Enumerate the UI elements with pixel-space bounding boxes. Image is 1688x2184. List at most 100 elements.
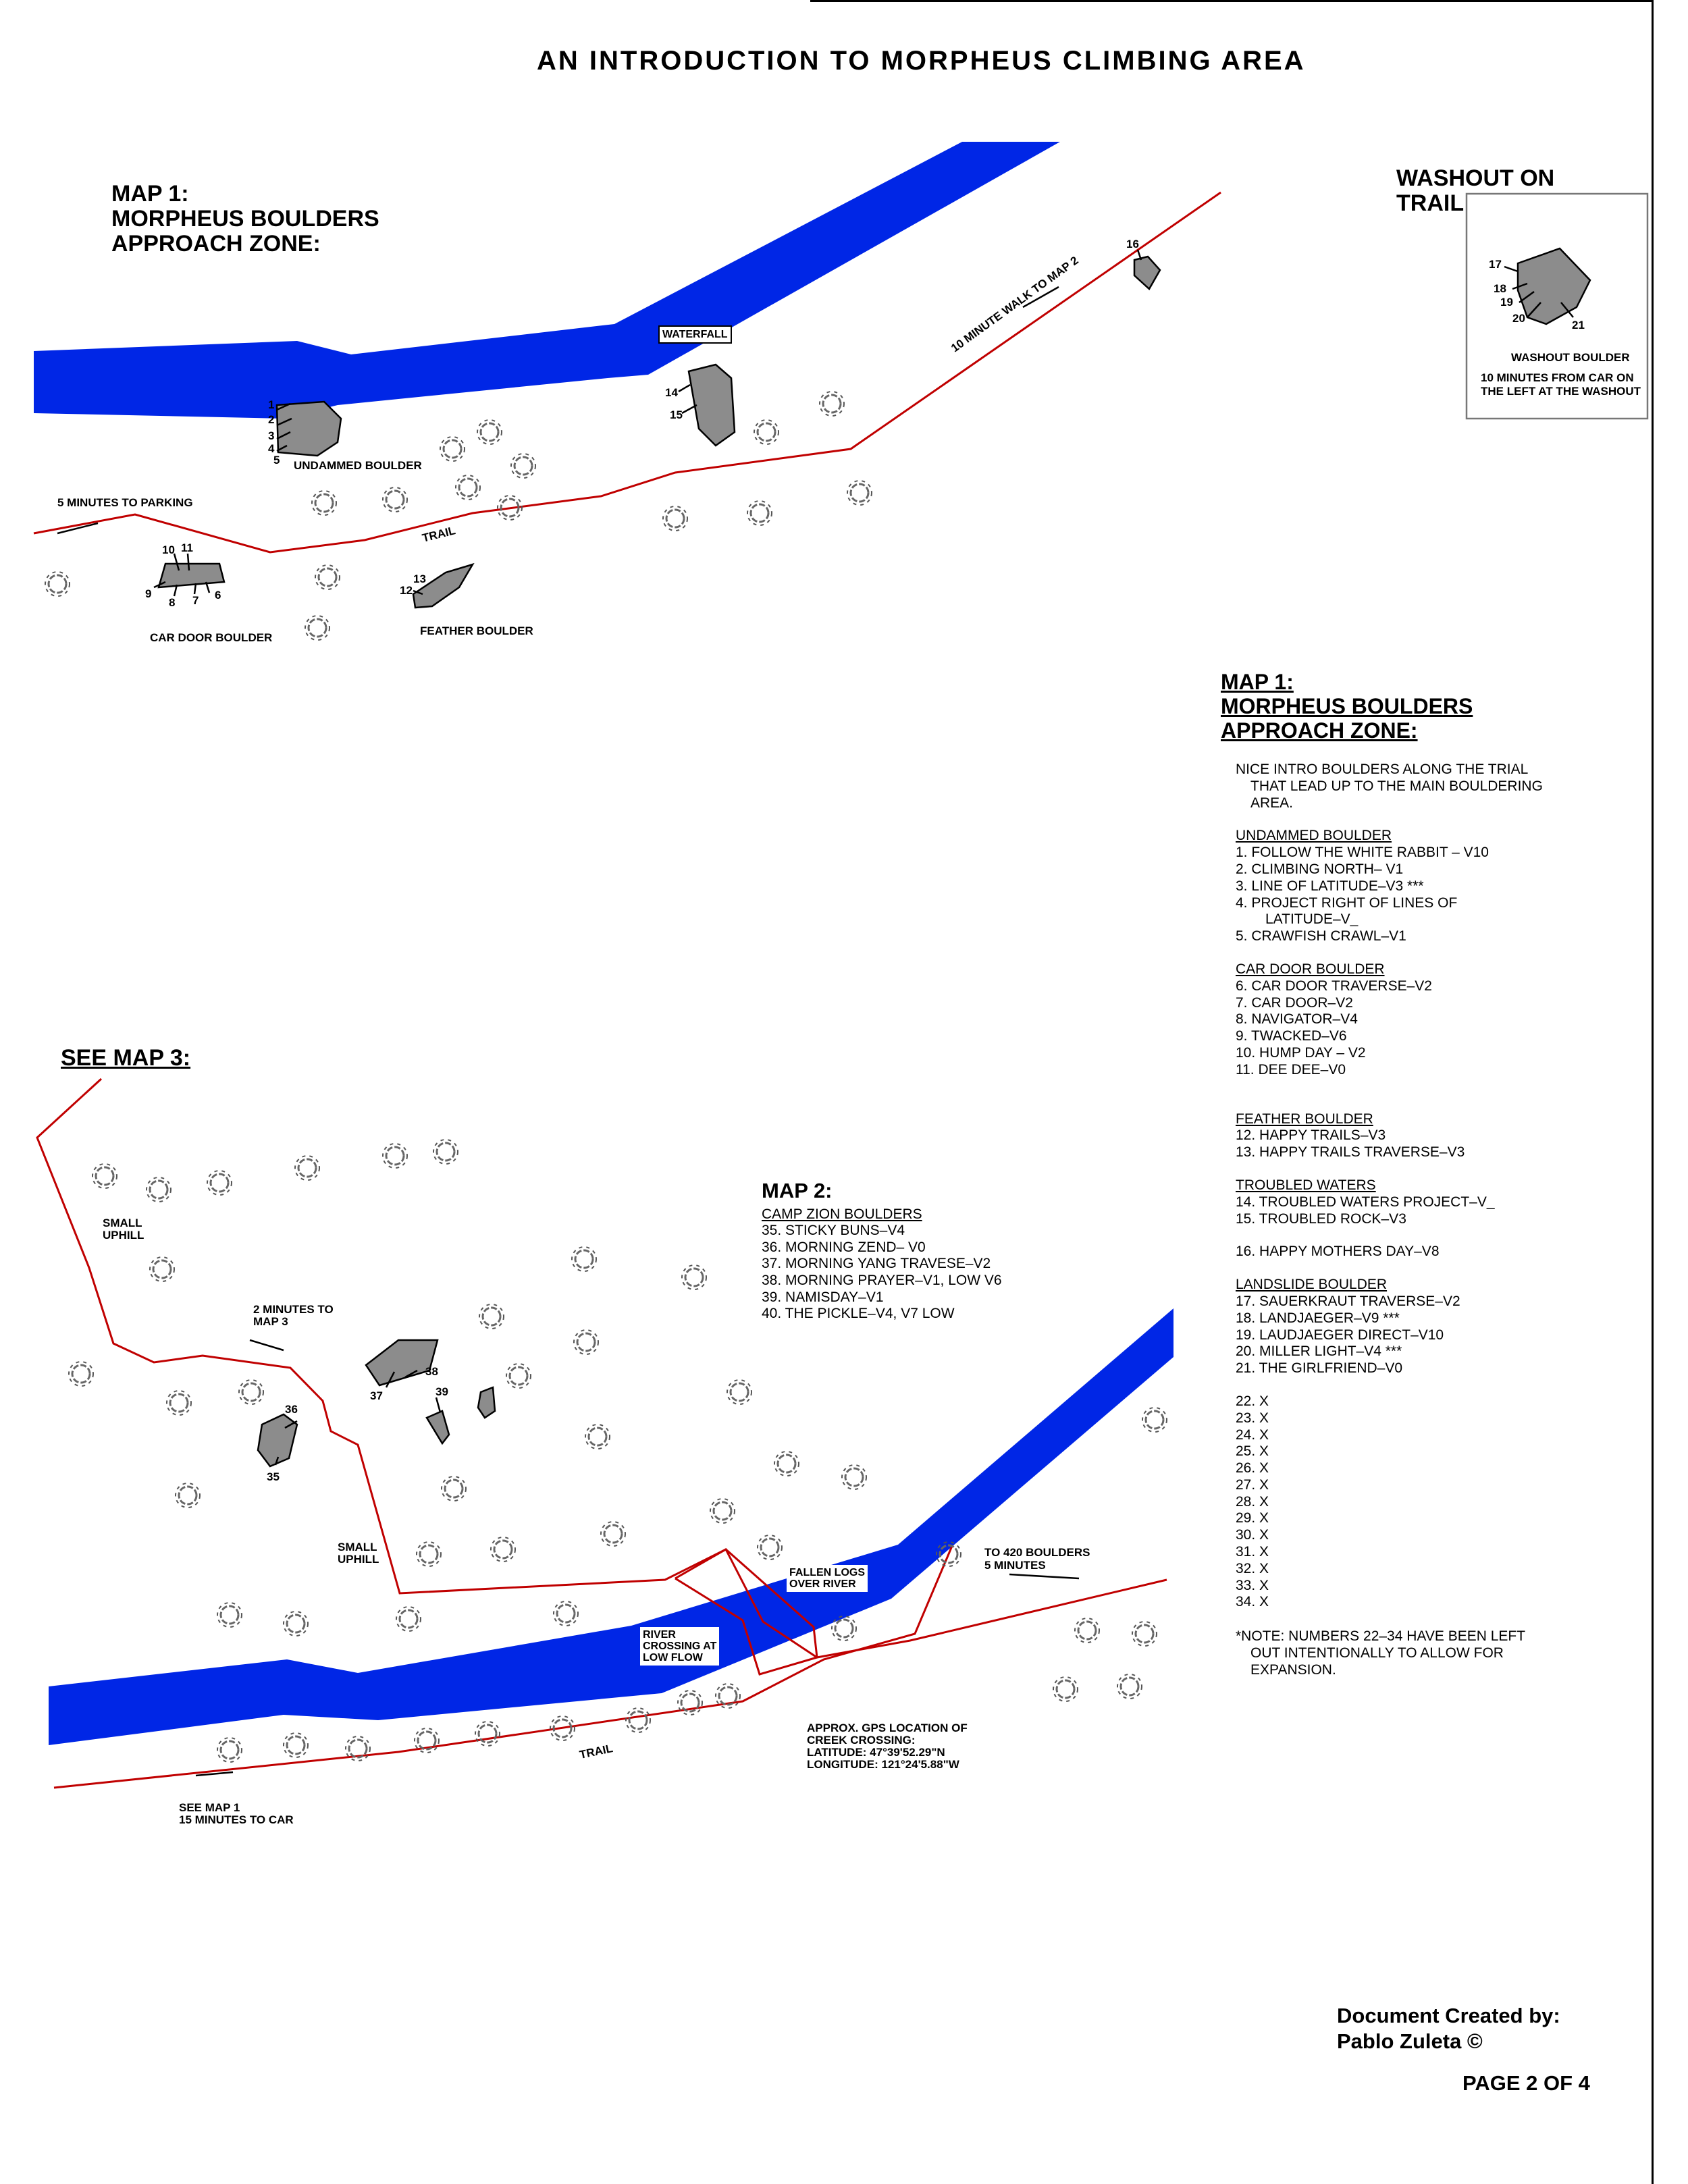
feather-boulder [412, 562, 475, 609]
troubled-waters-boulder [687, 363, 736, 447]
label-two-min-2: MAP 3 [253, 1315, 288, 1328]
map2-problem-35: 35. STICKY BUNS–V4 [762, 1223, 905, 1239]
problem-number-8: 8 [169, 596, 176, 609]
legend-note-1: *NOTE: NUMBERS 22–34 HAVE BEEN LEFT [1236, 1628, 1526, 1645]
label-gps-3: LATITUDE: 47°39'52.29"N [807, 1746, 945, 1759]
legend-placeholder-33: 33. X [1236, 1577, 1269, 1593]
map1-trail [33, 191, 1221, 554]
problem-number-3: 3 [268, 429, 275, 442]
label-undammed-boulder: UNDAMMED BOULDER [294, 459, 422, 472]
label-fallen-logs-2: OVER RIVER [789, 1578, 856, 1590]
problem-number-37: 37 [370, 1389, 383, 1402]
label-river-crossing-3: LOW FLOW [643, 1652, 703, 1663]
label-river-crossing-1: RIVER [643, 1629, 676, 1641]
problem-number-16: 16 [1126, 238, 1139, 250]
label-to-420-2: 5 MINUTES [984, 1559, 1046, 1572]
washout-heading-2: TRAIL [1396, 190, 1465, 216]
map2-heading: MAP 2: [762, 1179, 833, 1202]
problem-number-9: 9 [145, 587, 152, 600]
legend-note-2: OUT INTENTIONALLY TO ALLOW FOR [1250, 1645, 1504, 1661]
label-to-420-1: TO 420 BOULDERS [984, 1546, 1090, 1559]
legend-troubled-14: 14. TROUBLED WATERS PROJECT–V_ [1236, 1194, 1495, 1210]
map2-problem-38: 38. MORNING PRAYER–V1, LOW V6 [762, 1272, 1002, 1288]
label-small-uphill-top-2: UPHILL [103, 1229, 144, 1242]
legend-feather-13: 13. HAPPY TRAILS TRAVERSE–V3 [1236, 1144, 1465, 1161]
legend-troubled-title: TROUBLED WATERS [1236, 1177, 1376, 1193]
legend-troubled-15: 15. TROUBLED ROCK–V3 [1236, 1210, 1406, 1227]
problem-number-10: 10 [162, 543, 175, 556]
legend-mothers-16: 16. HAPPY MOTHERS DAY–V8 [1236, 1244, 1440, 1260]
label-river-crossing-2: CROSSING AT [643, 1641, 717, 1652]
label-fallen-logs: FALLEN LOGS OVER RIVER [787, 1565, 868, 1592]
legend-car-door-6: 6. CAR DOOR TRAVERSE–V2 [1236, 978, 1432, 994]
label-two-min-1: 2 MINUTES TO [253, 1303, 334, 1316]
legend-undammed-4: 4. PROJECT RIGHT OF LINES OF [1236, 895, 1458, 911]
problem-number-35: 35 [267, 1470, 280, 1483]
problem-number-21: 21 [1572, 319, 1585, 331]
legend-placeholder-22: 22. X [1236, 1393, 1269, 1409]
problem-number-15: 15 [670, 408, 683, 421]
legend-placeholder-25: 25. X [1236, 1443, 1269, 1460]
legend-placeholder-24: 24. X [1236, 1427, 1269, 1443]
map2-trail-lower [53, 1545, 953, 1789]
label-gps-4: LONGITUDE: 121°24'5.88"W [807, 1758, 959, 1771]
problem-number-4: 4 [268, 442, 275, 455]
label-washout-boulder: WASHOUT BOULDER [1511, 351, 1630, 364]
legend-undammed-3: 3. LINE OF LATITUDE–V3 *** [1236, 878, 1424, 894]
label-car-door-boulder: CAR DOOR BOULDER [150, 631, 273, 644]
problem-number-18: 18 [1494, 282, 1506, 295]
legend-undammed-2: 2. CLIMBING NORTH– V1 [1236, 861, 1404, 877]
legend-intro-2: THAT LEAD UP TO THE MAIN BOULDERING [1250, 778, 1543, 794]
problem-number-14: 14 [665, 386, 678, 399]
map2-river [49, 1308, 1173, 1745]
map2-problem-37: 37. MORNING YANG TRAVESE–V2 [762, 1256, 991, 1272]
legend-car-door-9: 9. TWACKED–V6 [1236, 1028, 1347, 1044]
problem-number-5: 5 [273, 454, 280, 467]
page-number: PAGE 2 OF 4 [1462, 2071, 1590, 2095]
page-border-top [810, 0, 1653, 2]
legend-placeholder-28: 28. X [1236, 1493, 1269, 1510]
map2-problem-list: MAP 2: CAMP ZION BOULDERS 35. STICKY BUN… [762, 1179, 1002, 1323]
map1-heading-3: APPROACH ZONE: [111, 231, 321, 257]
legend-placeholder-23: 23. X [1236, 1410, 1269, 1426]
problem-number-12: 12 [400, 584, 413, 597]
problem-number-7: 7 [192, 594, 199, 607]
legend-landslide-17: 17. SAUERKRAUT TRAVERSE–V2 [1236, 1293, 1460, 1309]
see-map3-heading: SEE MAP 3: [61, 1045, 191, 1071]
label-gps-2: CREEK CROSSING: [807, 1734, 916, 1747]
problem-number-20: 20 [1512, 312, 1525, 325]
legend-undammed-title: UNDAMMED BOULDER [1236, 828, 1392, 844]
legend-landslide-19: 19. LAUDJAEGER DIRECT–V10 [1236, 1327, 1444, 1343]
map1-heading-2: MORPHEUS BOULDERS [111, 206, 379, 232]
label-small-uphill-bottom-1: SMALL [338, 1541, 377, 1553]
map1-river [34, 142, 1060, 419]
boulder-40 [477, 1386, 496, 1419]
problem-number-38: 38 [425, 1365, 438, 1378]
boulder-16 [1133, 255, 1161, 290]
map2-problem-36: 36. MORNING ZEND– V0 [762, 1239, 926, 1255]
legend-heading-2: MORPHEUS BOULDERS [1221, 694, 1473, 718]
boulder-39 [425, 1410, 450, 1445]
washout-note-1: 10 MINUTES FROM CAR ON [1481, 371, 1634, 384]
map2-problem-40: 40. THE PICKLE–V4, V7 LOW [762, 1306, 955, 1322]
label-gps-1: APPROX. GPS LOCATION OF [807, 1722, 968, 1734]
legend-car-door-10: 10. HUMP DAY – V2 [1236, 1044, 1366, 1061]
label-small-uphill-top-1: SMALL [103, 1217, 142, 1229]
legend-car-door-7: 7. CAR DOOR–V2 [1236, 994, 1353, 1011]
legend-car-door-11: 11. DEE DEE–V0 [1236, 1061, 1346, 1077]
legend-heading-1: MAP 1: [1221, 670, 1294, 694]
washout-note-2: THE LEFT AT THE WASHOUT [1481, 385, 1641, 398]
problem-number-1: 1 [268, 398, 275, 411]
undammed-boulder [275, 400, 342, 457]
legend-landslide-title: LANDSLIDE BOULDER [1236, 1277, 1388, 1293]
legend-car-door-8: 8. NAVIGATOR–V4 [1236, 1011, 1358, 1028]
legend-car-door-title: CAR DOOR BOULDER [1236, 961, 1385, 977]
legend-undammed-4b: LATITUDE–V_ [1265, 911, 1359, 928]
problem-number-13: 13 [413, 572, 426, 585]
label-parking: 5 MINUTES TO PARKING [57, 496, 193, 509]
car-door-boulder [157, 562, 226, 589]
problem-number-36: 36 [285, 1403, 298, 1416]
legend-landslide-21: 21. THE GIRLFRIEND–V0 [1236, 1360, 1403, 1377]
legend-placeholder-29: 29. X [1236, 1510, 1269, 1526]
map1-tick-marks [57, 249, 1142, 597]
